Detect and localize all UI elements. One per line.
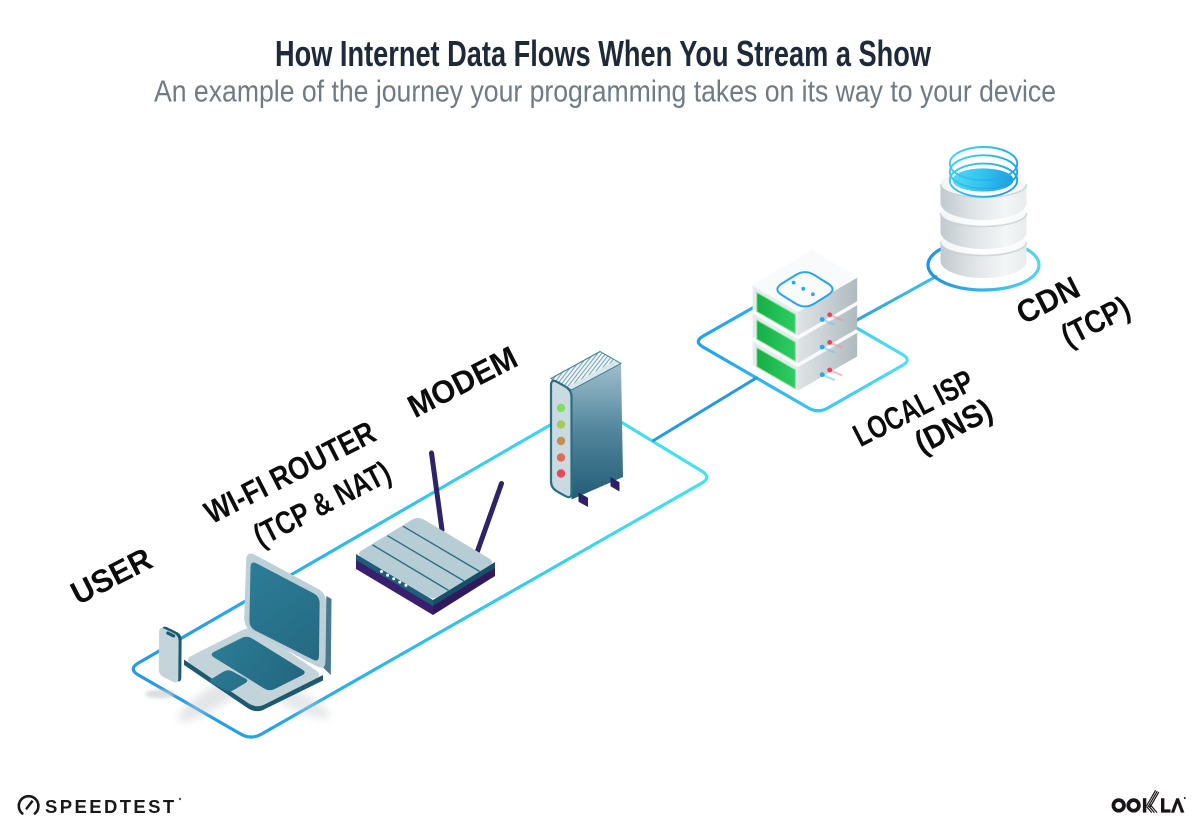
svg-text:An example of the journey your: An example of the journey your programmi… — [154, 74, 1056, 109]
svg-text:MODEM: MODEM — [402, 339, 523, 425]
svg-text:How Internet Data Flows When Y: How Internet Data Flows When You Stream … — [275, 33, 932, 74]
svg-text:USER: USER — [65, 541, 158, 612]
svg-text:SPEEDTEST: SPEEDTEST — [45, 796, 177, 817]
